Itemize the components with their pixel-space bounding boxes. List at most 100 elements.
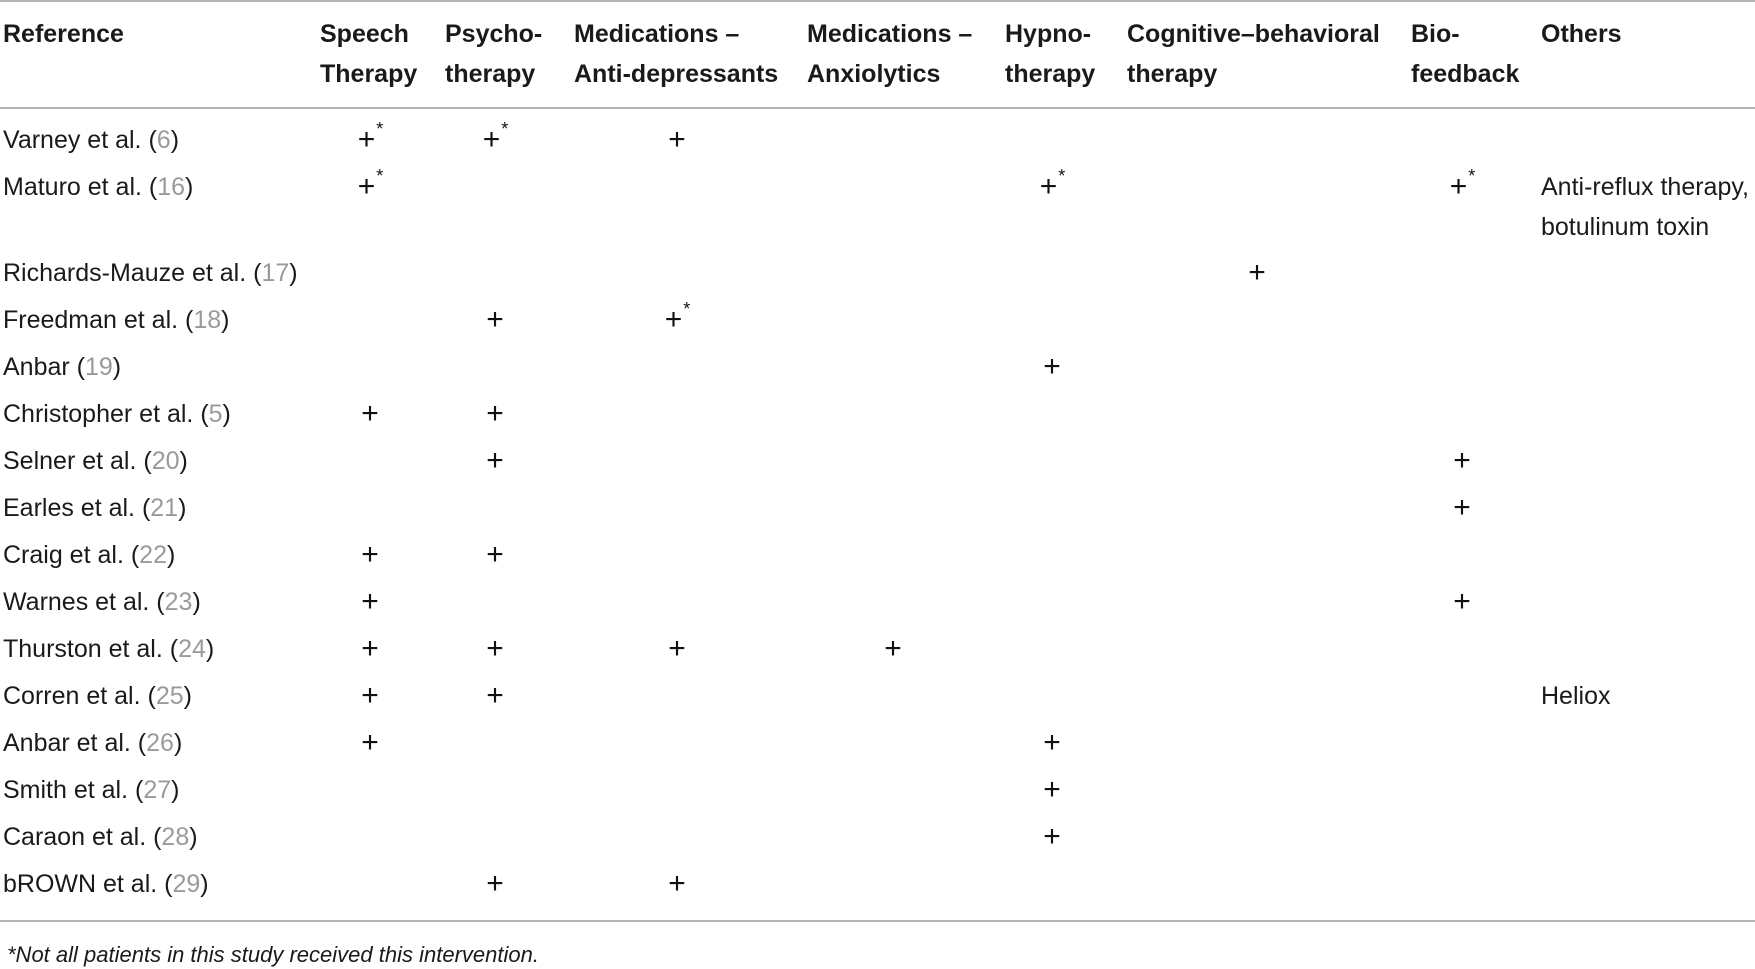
asterisk-footnote-mark: *: [376, 166, 384, 186]
reference-number-link[interactable]: 5: [208, 400, 223, 428]
plus-mark: +: [361, 397, 379, 430]
mark-psycho: +: [465, 441, 525, 481]
table-row: Christopher et al. (5) + +: [0, 394, 1755, 434]
mark-speech: +: [340, 629, 400, 669]
others-line2: botulinum toxin: [1541, 213, 1710, 241]
column-header-reference: Reference: [3, 14, 124, 54]
reference-number-link[interactable]: 29: [172, 870, 201, 898]
plus-mark: +: [486, 444, 504, 477]
reference-author: Smith et al. (: [3, 776, 144, 804]
table-row: Varney et al. (6)+*+*+: [0, 119, 1755, 160]
column-header-line2: therapy: [445, 60, 536, 88]
table-row: Corren et al. (25)++Heliox: [0, 676, 1755, 716]
column-header-line2: Anti-depressants: [574, 60, 779, 88]
plus-mark: +: [357, 170, 376, 203]
reference-author: Selner et al. (: [3, 447, 152, 475]
column-header-line1: Medications –: [574, 20, 740, 48]
reference-close-paren: ): [189, 823, 198, 851]
reference-number-link[interactable]: 26: [146, 729, 174, 757]
mark-speech: +: [340, 394, 400, 434]
reference-close-paren: ): [112, 353, 122, 381]
table-row: Caraon et al. (28)+: [0, 817, 1755, 857]
column-header-anxio: Medications –Anxiolytics: [807, 14, 972, 94]
reference-cell: Selner et al. (20): [3, 441, 188, 481]
reference-close-paren: ): [170, 126, 180, 154]
reference-number-link[interactable]: 25: [155, 682, 184, 710]
reference-number-link[interactable]: 23: [164, 588, 193, 616]
others-line1: Anti-reflux therapy,: [1541, 173, 1749, 201]
mark-cbt: +: [1227, 253, 1287, 293]
table-row: Freedman et al. (18)++*: [0, 299, 1755, 340]
reference-close-paren: ): [200, 870, 209, 898]
reference-number-link[interactable]: 24: [178, 635, 206, 663]
column-header-line1: Others: [1541, 20, 1622, 48]
reference-number-link[interactable]: 22: [139, 541, 167, 569]
table-row: Selner et al. (20)++: [0, 441, 1755, 481]
table-row: Anbar et al. (26)++: [0, 723, 1755, 763]
reference-author: Thurston et al. (: [3, 635, 179, 663]
reference-number-link[interactable]: 19: [84, 353, 113, 381]
plus-mark: +: [361, 538, 379, 571]
plus-mark: +: [361, 726, 379, 759]
table-row: Maturo et al. (16)+*+*+*Anti-reflux ther…: [0, 166, 1755, 241]
reference-number-link[interactable]: 27: [143, 776, 172, 804]
mark-psycho: +: [465, 394, 525, 434]
table-bottom-rule: [0, 920, 1755, 922]
column-header-antidep: Medications – Anti-depressants: [574, 14, 778, 94]
reference-number-link[interactable]: 6: [156, 126, 171, 154]
reference-number-link[interactable]: 16: [157, 173, 186, 201]
reference-author: Anbar (: [3, 353, 85, 381]
plus-mark: +: [1043, 350, 1061, 383]
plus-mark: +: [1043, 726, 1061, 759]
reference-close-paren: ): [171, 776, 180, 804]
reference-cell: Thurston et al. (24): [3, 629, 214, 669]
plus-mark: +: [664, 303, 683, 336]
reference-number-link[interactable]: 20: [151, 447, 180, 475]
reference-author: Richards-Mauze et al. (: [3, 259, 262, 287]
mark-hypno: +: [1022, 817, 1082, 857]
reference-cell: Corren et al. (25): [3, 676, 192, 716]
reference-author: Christopher et al. (: [3, 400, 209, 428]
column-header-psycho: Psycho-therapy: [445, 14, 542, 94]
asterisk-footnote-mark: *: [1468, 166, 1476, 186]
column-header-line1: Psycho-: [445, 20, 543, 48]
reference-cell: Christopher et al. (5): [3, 394, 231, 434]
reference-author: Maturo et al. (: [3, 173, 158, 201]
reference-cell: Varney et al. (6): [3, 120, 179, 160]
mark-antidep: +: [647, 120, 707, 160]
plus-mark: +: [668, 867, 686, 900]
others-line1: Heliox: [1541, 682, 1611, 710]
mark-hypno: +*: [1022, 166, 1082, 207]
asterisk-footnote-mark: *: [1058, 166, 1066, 186]
reference-close-paren: ): [192, 588, 201, 616]
table-row: Warnes et al. (23)++: [0, 582, 1755, 622]
reference-cell: Warnes et al. (23): [3, 582, 201, 622]
plus-mark: +: [486, 867, 504, 900]
reference-cell: Earles et al. (21): [3, 488, 186, 528]
table-top-rule: [0, 0, 1755, 2]
reference-author: Anbar et al. (: [3, 729, 147, 757]
mark-speech: +*: [340, 119, 400, 160]
column-header-line1: Bio-: [1411, 20, 1460, 48]
reference-number-link[interactable]: 28: [161, 823, 190, 851]
mark-psycho: +: [465, 864, 525, 904]
plus-mark: +: [357, 123, 376, 156]
plus-mark: +: [1453, 585, 1471, 618]
mark-anxio: +: [863, 629, 923, 669]
plus-mark: +: [1248, 256, 1266, 289]
table-row: Earles et al. (21)+: [0, 488, 1755, 528]
reference-close-paren: ): [185, 173, 194, 201]
reference-number-link[interactable]: 18: [193, 306, 222, 334]
reference-number-link[interactable]: 21: [150, 494, 179, 522]
asterisk-footnote-mark: *: [376, 119, 384, 139]
mark-speech: +: [340, 535, 400, 575]
mark-speech: +: [340, 723, 400, 763]
mark-hypno: +: [1022, 770, 1082, 810]
reference-close-paren: ): [222, 400, 231, 428]
reference-close-paren: ): [289, 259, 298, 287]
table-row: Thurston et al. (24)++++: [0, 629, 1755, 669]
reference-number-link[interactable]: 17: [261, 259, 290, 287]
plus-mark: +: [361, 632, 379, 665]
column-header-hypno: Hypno-therapy: [1005, 14, 1095, 94]
table-row: Anbar (19) +: [0, 347, 1755, 387]
